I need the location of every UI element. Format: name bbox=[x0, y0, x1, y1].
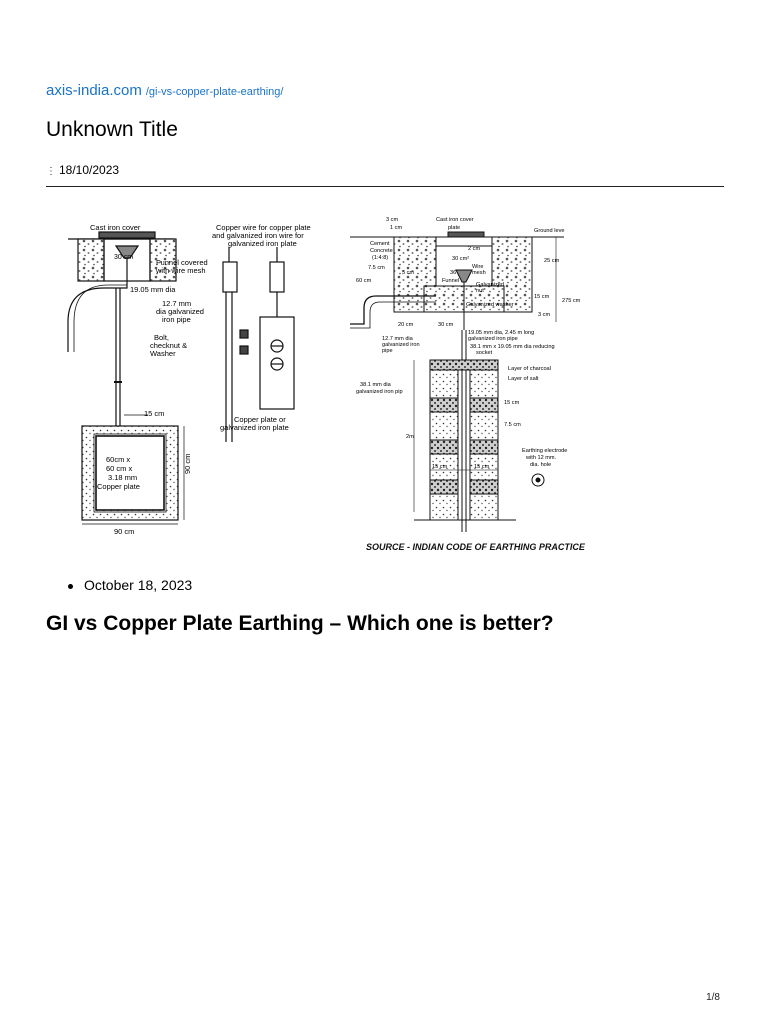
label-cast-iron-cover: Cast iron cover bbox=[90, 223, 141, 232]
diagram-label: Cement bbox=[370, 241, 390, 247]
diagram-label: 25 cm bbox=[544, 258, 560, 264]
diagram-label: 30 cm² bbox=[452, 256, 469, 262]
diagram-label: Funnel bbox=[442, 278, 459, 284]
diagram-label: checknut & bbox=[150, 341, 187, 350]
pipe-earthing-right bbox=[350, 231, 564, 532]
plate-detail-labels: Copper wire for copper plate and galvani… bbox=[212, 223, 311, 432]
diagram-label: Galvanized washer bbox=[466, 302, 514, 308]
plate-earthing-left-labels: Cast iron cover 30 cm Funnel covered wit… bbox=[90, 223, 208, 536]
diagram-label: 275 cm bbox=[562, 298, 581, 304]
diagram-label: 3 cm bbox=[386, 217, 398, 223]
diagram-label: 15 cm bbox=[504, 400, 520, 406]
diagram-label: 20 cm bbox=[398, 322, 414, 328]
page-number: 1/8 bbox=[706, 992, 720, 1003]
bullet-date: October 18, 2023 bbox=[84, 577, 193, 593]
diagram-label: with 12 mm. bbox=[525, 455, 557, 461]
plate-detail-middle bbox=[222, 247, 295, 442]
diagram-label: 5 cm bbox=[402, 270, 414, 276]
diagram-label: 15 cm bbox=[474, 464, 490, 470]
diagram-label: 38.1 mm x 19.05 mm dia reducing bbox=[470, 344, 555, 350]
meta-line: ⋮18/10/2023 bbox=[46, 163, 119, 177]
diagram-label: 90 cm bbox=[183, 454, 192, 474]
diagram-label: 15 cm bbox=[534, 294, 550, 300]
diagram-label: 7.5 cm bbox=[368, 265, 385, 271]
figure-source: SOURCE - INDIAN CODE OF EARTHING PRACTIC… bbox=[366, 542, 586, 552]
diagram-label: 36 bbox=[450, 270, 456, 276]
diagram-label: Washer bbox=[150, 349, 176, 358]
diagram-label: 30 cm bbox=[114, 254, 133, 261]
diagram-label: 19.05 mm dia, 2.45 m long bbox=[468, 330, 534, 336]
diagram-label: 38.1 mm dia bbox=[360, 382, 392, 388]
diagram-label: Ground leve bbox=[534, 228, 564, 234]
source-path-link[interactable]: /gi-vs-copper-plate-earthing/ bbox=[145, 86, 284, 98]
diagram-label: 2m bbox=[406, 434, 414, 440]
diagram-label: (1:4:8) bbox=[372, 255, 388, 261]
diagram-label: iron pipe bbox=[162, 315, 191, 324]
diagram-label: galvanized iron pipe bbox=[468, 336, 518, 342]
diagram-label: Layer of charcoal bbox=[508, 366, 551, 372]
source-domain-link[interactable]: axis-india.com bbox=[46, 82, 142, 99]
vertical-dots-icon: ⋮ bbox=[46, 166, 56, 177]
diagram-label: galvanized iron bbox=[382, 342, 420, 348]
diagram-label: Bolt, bbox=[154, 333, 169, 342]
diagram-label: 3 cm bbox=[538, 312, 550, 318]
diagram-label: 60 cm x bbox=[106, 464, 133, 473]
diagram-label: 90 cm bbox=[114, 527, 134, 536]
diagram-label: Galvanized bbox=[476, 282, 504, 288]
diagram-label: socket bbox=[476, 350, 493, 356]
diagram-label: galvanized iron pip bbox=[356, 389, 403, 395]
source-url[interactable]: axis-india.com/gi-vs-copper-plate-earthi… bbox=[46, 82, 283, 100]
diagram-label: dia. hole bbox=[530, 462, 551, 468]
diagram-label: 12.7 mm dia bbox=[382, 336, 414, 342]
diagram-label: Cast iron cover bbox=[436, 217, 474, 223]
diagram-label: 7.5 cm bbox=[504, 422, 521, 428]
diagram-label: nut bbox=[476, 288, 484, 294]
diagram-label: Concrete bbox=[370, 248, 393, 254]
diagram-label: Wire bbox=[472, 264, 484, 270]
diagram-label: Copper plate bbox=[97, 482, 140, 491]
pipe-earthing-right-labels: 3 cm 1 cm Cast iron cover plate Ground l… bbox=[356, 217, 581, 470]
diagram-label: pipe bbox=[382, 348, 393, 354]
diagram-label: with wire mesh bbox=[155, 266, 206, 275]
diagram-label: 19.05 mm dia bbox=[130, 285, 176, 294]
diagram-label: dia galvanized bbox=[156, 307, 204, 316]
page-title: Unknown Title bbox=[46, 118, 178, 141]
diagram-label: 15 cm bbox=[432, 464, 448, 470]
diagram-label: mesh bbox=[472, 270, 486, 276]
section-heading: GI vs Copper Plate Earthing – Which one … bbox=[46, 612, 554, 635]
diagram-label: 60 cm bbox=[356, 278, 372, 284]
bullet-icon bbox=[68, 583, 73, 589]
diagram-label: galvanized iron plate bbox=[228, 239, 297, 248]
diagram-label: 30 cm bbox=[438, 322, 454, 328]
diagram-label: 60cm x bbox=[106, 455, 130, 464]
divider bbox=[46, 186, 724, 187]
diagram-label: 1 cm bbox=[390, 225, 402, 231]
meta-date: 18/10/2023 bbox=[59, 163, 120, 177]
diagram-label: 2 cm bbox=[468, 246, 480, 252]
diagram-label: Earthing electrode bbox=[522, 448, 567, 454]
diagram-label: Funnel covered bbox=[156, 258, 208, 267]
list-item: October 18, 2023 bbox=[68, 577, 192, 593]
diagram-label: 3.18 mm bbox=[108, 473, 137, 482]
diagram-label: Copper wire for copper plate bbox=[216, 223, 311, 232]
diagram-label: and galvanized iron wire for bbox=[212, 231, 304, 240]
diagram-label: galvanized iron plate bbox=[220, 423, 289, 432]
earthing-diagram: Cast iron cover 30 cm Funnel covered wit… bbox=[67, 217, 586, 552]
diagram-label: plate bbox=[448, 225, 460, 231]
plate-earthing-left bbox=[67, 231, 185, 525]
diagram-label: Layer of salt bbox=[508, 376, 539, 382]
diagram-label: 15 cm bbox=[144, 409, 164, 418]
diagram-label: Copper plate or bbox=[234, 415, 286, 424]
diagram-label: 12.7 mm bbox=[162, 299, 191, 308]
